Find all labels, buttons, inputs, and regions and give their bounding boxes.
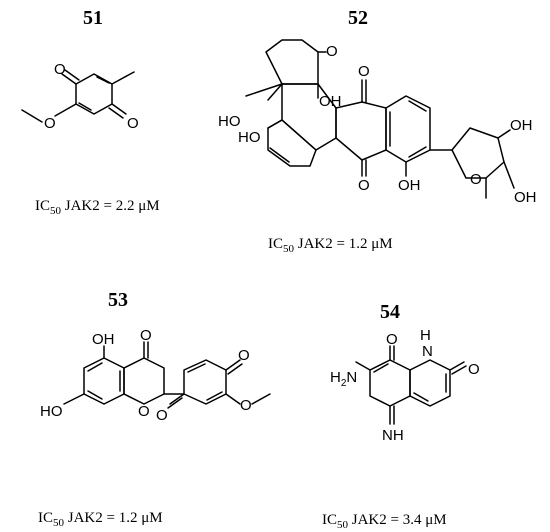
compound-53-ic50: IC50 JAK2 = 1.2 μM	[38, 510, 163, 529]
oxygen-label: O	[238, 347, 250, 364]
amino-label: H2N	[330, 369, 357, 389]
compound-51-structure	[21, 69, 135, 123]
nitrogen-label: N	[422, 343, 433, 360]
hydroxyl-label: OH	[510, 117, 533, 134]
compound-51: 51 O O O IC50 JAK2 = 2.2 μM	[21, 7, 160, 217]
compound-51-number: 51	[83, 7, 103, 29]
compound-52: 52	[218, 7, 537, 255]
oxygen-label: O	[127, 115, 139, 132]
oxygen-label: O	[44, 115, 56, 132]
compound-53-structure	[63, 341, 271, 409]
oxygen-label: O	[240, 397, 252, 414]
compound-52-number: 52	[348, 7, 368, 29]
compound-52-ic50: IC50 JAK2 = 1.2 μM	[268, 236, 393, 255]
oxygen-label: O	[140, 327, 152, 344]
oxygen-label: O	[138, 403, 150, 420]
compound-54-ic50: IC50 JAK2 = 3.4 μM	[322, 512, 447, 531]
oxygen-label: O	[54, 61, 66, 78]
compound-53: 53 OH O	[38, 289, 271, 529]
compound-52-structure	[245, 39, 515, 199]
compound-54-number: 54	[380, 301, 400, 323]
compound-51-ic50: IC50 JAK2 = 2.2 μM	[35, 198, 160, 217]
oxygen-label: O	[470, 171, 482, 188]
hydroxyl-label: HO	[40, 403, 63, 420]
compound-54: 54 O H N O H2N NH IC50 JAK2 = 3.4 μM	[322, 301, 480, 531]
hydroxyl-label: OH	[514, 189, 537, 206]
oxygen-label: O	[386, 331, 398, 348]
imine-label: NH	[382, 427, 404, 444]
oxygen-label: O	[358, 177, 370, 194]
hydroxyl-label: HO	[238, 129, 261, 146]
hydroxyl-label: HO	[218, 113, 241, 130]
compound-53-number: 53	[108, 289, 128, 311]
nh-label: H	[420, 327, 431, 344]
oxygen-label: O	[156, 407, 168, 424]
compound-54-structure	[355, 345, 467, 425]
oxygen-label: O	[326, 43, 338, 60]
oxygen-label: O	[468, 361, 480, 378]
oxygen-label: O	[358, 63, 370, 80]
hydroxyl-label: OH	[398, 177, 421, 194]
hydroxyl-label: OH	[92, 331, 115, 348]
hydroxyl-label: OH	[319, 93, 342, 110]
